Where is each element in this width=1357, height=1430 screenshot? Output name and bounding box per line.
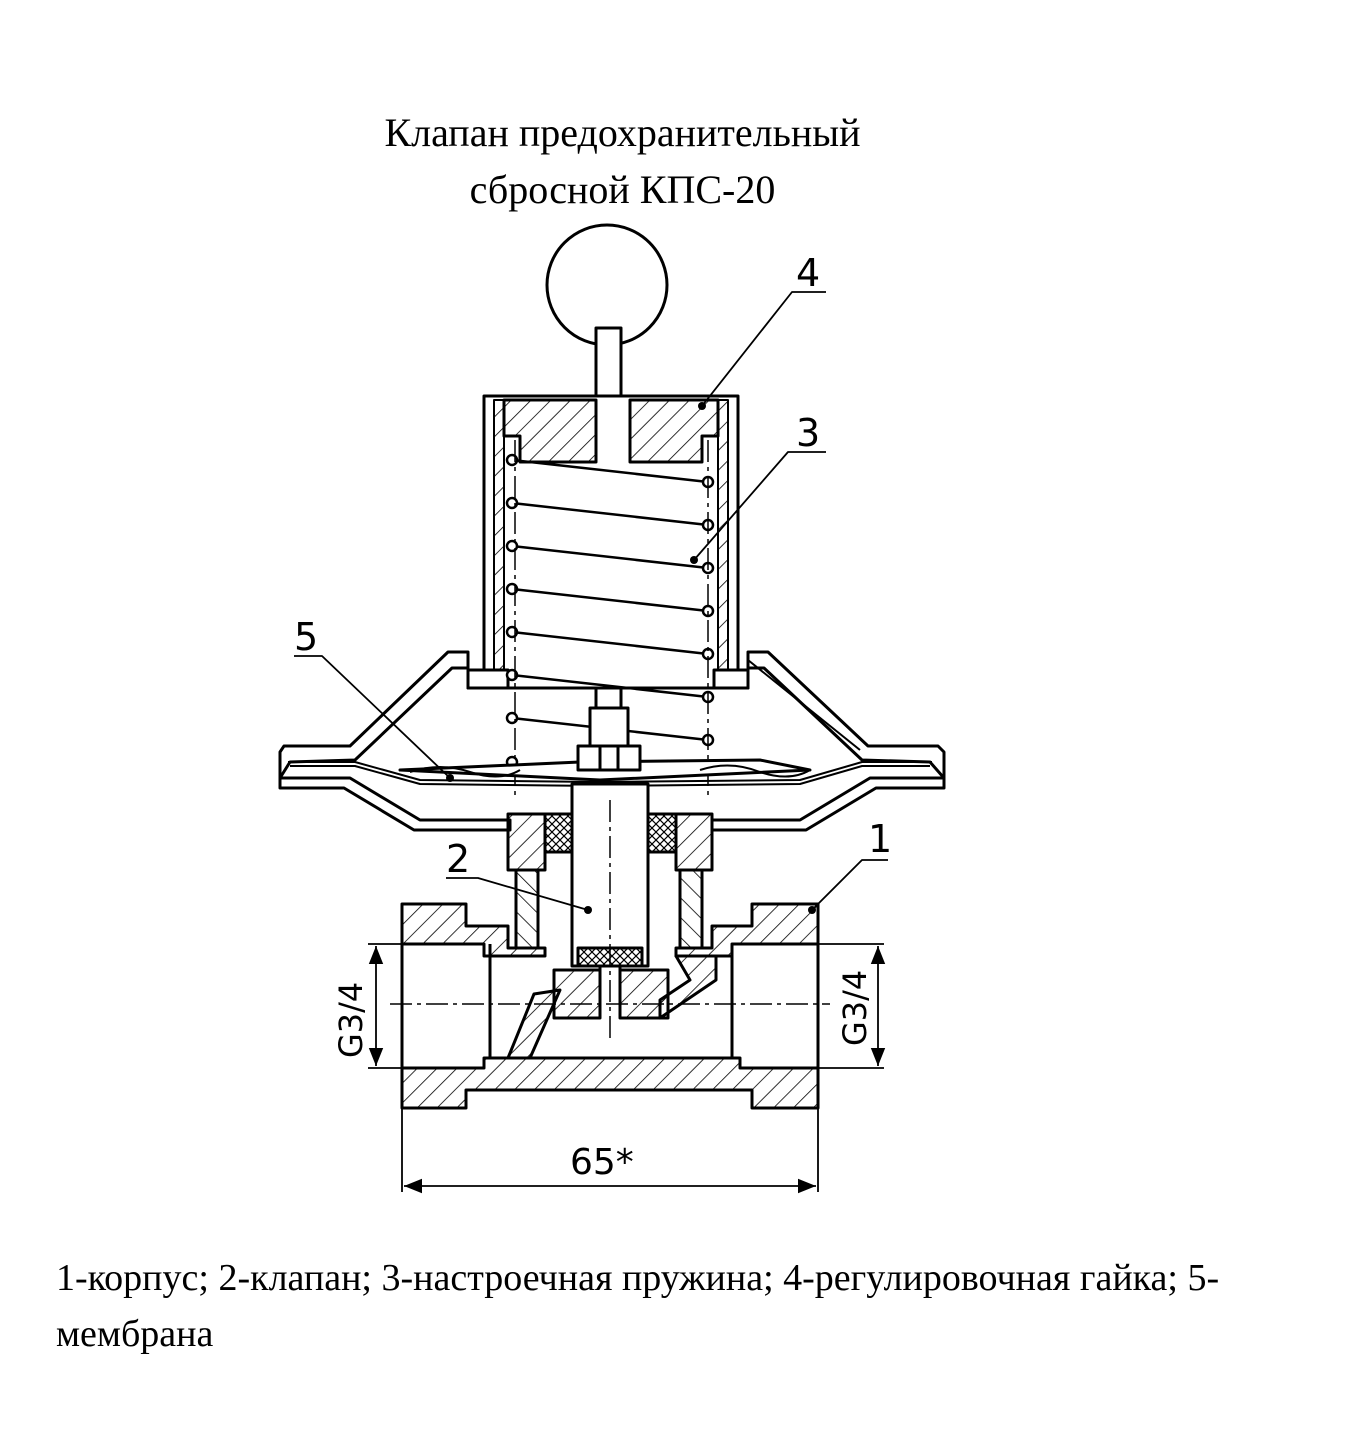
valve-body [400, 902, 820, 1110]
callout-2: 2 [446, 837, 470, 881]
guide-bushing [506, 812, 714, 950]
callout-3: 3 [796, 411, 820, 455]
dimension-thread-right [818, 943, 886, 1069]
leader-line-5 [294, 655, 451, 779]
adjusting-spring [505, 453, 715, 769]
leader-line-2 [446, 877, 589, 911]
dimension-length [401, 1108, 819, 1194]
dimension-label-length: 65* [570, 1142, 634, 1183]
leader-line-3 [693, 451, 826, 561]
drawing-title-line-2: сбросной КПС-20 [469, 167, 776, 212]
dimension-label-thread-left: G3/4 [332, 982, 370, 1058]
leader-line-4 [701, 291, 826, 407]
callout-1: 1 [868, 817, 892, 861]
dimension-label-thread-right: G3/4 [836, 970, 874, 1046]
drawing-title-line-1: Клапан предохранительный [384, 110, 861, 155]
parts-legend: 1-корпус; 2-клапан; 3-настроечная пружин… [56, 1257, 1220, 1355]
leader-line-1 [811, 859, 888, 911]
regulating-nut [502, 398, 720, 464]
dimension-thread-left [368, 943, 402, 1069]
callout-5: 5 [294, 615, 318, 659]
callout-4: 4 [796, 251, 820, 295]
stem-nut [576, 706, 642, 772]
spring-housing [466, 394, 750, 690]
